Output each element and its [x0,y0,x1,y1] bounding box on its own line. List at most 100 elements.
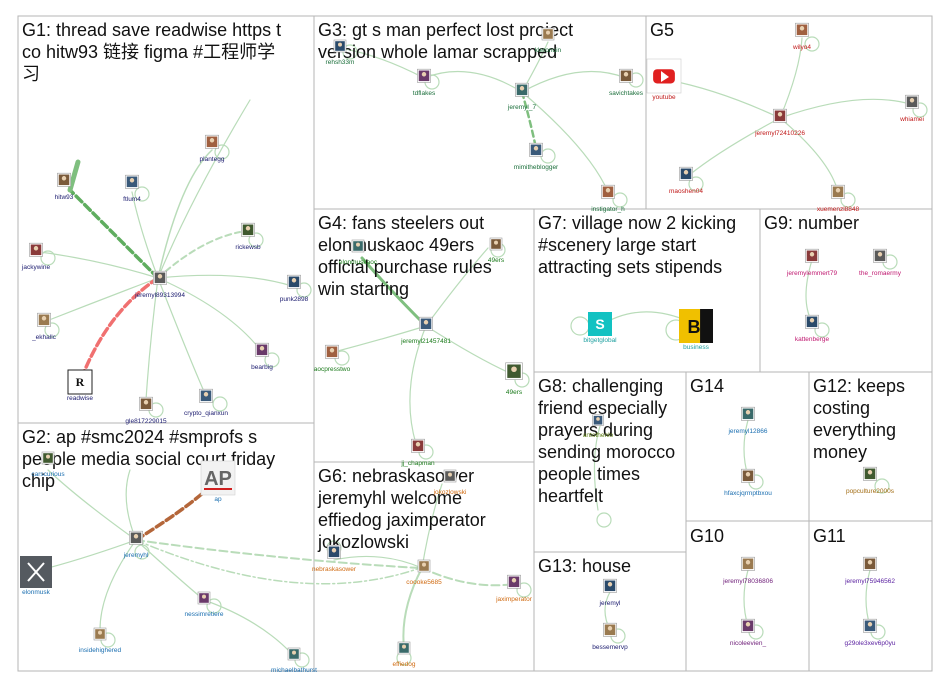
avatar-icon [338,42,342,47]
node-insidehighered[interactable]: insidehighered [79,627,122,654]
node-_ekhallc[interactable]: _ekhallc [31,312,57,341]
node-jeremyl_7[interactable]: jeremyl_7 [507,82,537,111]
node-rickewsb[interactable]: rickewsb [235,222,261,251]
node-instigator_h[interactable]: instigator_h [591,184,625,213]
node-label: jeremyl_7 [507,104,537,111]
node-carscurious[interactable]: carscurious [31,451,65,478]
edge [339,47,425,79]
node-bessemervp[interactable]: bessemervp [592,622,628,651]
node-crypto_qianxun[interactable]: crypto_qianxun [184,388,228,417]
node-coooke5685[interactable]: coooke5685 [406,559,442,586]
node-popculture2000s[interactable]: popculture2000s [846,466,895,495]
node-nessimretiere[interactable]: nessimretiere [184,591,224,618]
node-hitw93[interactable]: hitw93 [55,172,74,201]
edge [333,325,427,353]
group-title-line: attracting sets stipends [538,257,722,277]
node-label: michaelbathurst [271,667,317,674]
node-kattenberge[interactable]: kattenberge [795,314,830,343]
node-bearbig[interactable]: bearbig [251,342,273,371]
node-jaximperator[interactable]: jaximperator [495,574,533,603]
node-maoshen04[interactable]: maoshen04 [669,166,703,195]
group-title-line: people times [538,464,640,484]
node-ftlum4[interactable]: ftlum4 [123,174,141,203]
node-hfaxcjqrmptbxou[interactable]: hfaxcjqrmptbxou [724,468,772,497]
edge [99,539,137,631]
node-antothenlo[interactable]: antothenlo [583,414,614,439]
node-tdflakes[interactable]: tdflakes [413,68,436,97]
node-label: jeremyl12866 [727,428,767,435]
avatar-icon [209,138,215,143]
edge [47,469,137,541]
node-jeremyl21457481[interactable]: jeremyl21457481 [400,316,451,345]
self-loop [596,512,612,528]
node-jokozlowski[interactable]: jokozlowski [433,469,467,496]
self-loop [296,282,312,298]
node-nicoleevien_[interactable]: nicoleevien_ [730,618,767,647]
group-title-line: co hitw93 链接 figma #工程师学 [22,42,275,62]
node-jeremyl78036806[interactable]: jeremyl78036806 [722,556,773,585]
node-savichtakes[interactable]: savichtakes [609,68,644,97]
avatar-icon [291,278,297,283]
node-jeremyl72410226[interactable]: jeremyl72410226 [754,108,805,137]
avatar-icon [519,86,525,91]
node-label: jackywine [21,264,51,271]
node-whiamei[interactable]: whiamei [899,94,924,123]
node-gle817229015[interactable]: gle817229015 [125,396,167,425]
node-jeremyl89313994[interactable]: jeremyl89313994 [134,270,185,299]
node-xuemenzl8848[interactable]: xuemenzl8848 [817,184,860,213]
node-jeremylemmert79[interactable]: jeremylemmert79 [786,248,838,277]
node-wilyo4[interactable]: wilyo4 [792,22,811,51]
node-jeremyl75946562[interactable]: jeremyl75946562 [844,556,895,585]
node-49ers[interactable]: 49ers [488,237,505,264]
node-jeremyl12866[interactable]: jeremyl12866 [727,406,768,435]
node-jackywine[interactable]: jackywine [21,242,51,271]
edge [131,191,159,279]
node-jeremyl[interactable]: jeremyl [599,578,622,607]
node-label: insidehighered [79,647,122,654]
node-label: the_romaermy [859,270,902,277]
group-title-g5: G5 [650,20,674,40]
node-elonmusk[interactable]: elonmusk [20,556,52,596]
avatar-icon [292,650,296,655]
node-effiedog[interactable]: effiedog [392,641,416,668]
node-youtube[interactable]: youtube [646,58,682,101]
node-label: youtube [652,94,676,101]
node-mimitheblogger[interactable]: mimitheblogger [514,142,559,171]
self-loop [912,102,928,118]
avatar-icon [683,170,689,175]
node-plantegg[interactable]: plantegg [200,134,225,163]
node-aocpresstwo[interactable]: aocpresstwo [314,344,351,373]
avatar-icon [867,622,873,627]
node-49ers[interactable]: 49ers [505,362,523,396]
group-title-line: chip [22,471,55,491]
node-jj_chapman[interactable]: jj_chapman [400,438,435,467]
node-michaelbathurst[interactable]: michaelbathurst [271,647,317,674]
avatar-icon [607,626,613,631]
edge [779,37,803,119]
business-logo-icon: B [688,317,701,337]
node-label: plantegg [200,156,225,163]
node-label: punk2898 [280,296,309,303]
node-elonmuskaoc[interactable]: elonmuskaoc [339,239,378,266]
node-punk2898[interactable]: punk2898 [280,274,309,303]
business-logo-icon [700,309,713,343]
node-label: bessemervp [592,644,628,651]
node-label: jeremyl89313994 [134,292,185,299]
node-kleronuin[interactable]: kleronuin [535,27,562,54]
avatar-icon [867,470,873,475]
node-the_romaermy[interactable]: the_romaermy [859,248,902,277]
node-rehsh33m[interactable]: rehsh33m [326,39,355,66]
node-label: jaximperator [495,596,533,603]
node-jeremyhl[interactable]: jeremyhl [123,530,149,559]
edge [521,70,627,93]
node-g29ole3xev6p0yu[interactable]: g29ole3xev6p0yu [845,618,896,647]
node-nebraskasower[interactable]: nebraskasower [312,544,357,573]
